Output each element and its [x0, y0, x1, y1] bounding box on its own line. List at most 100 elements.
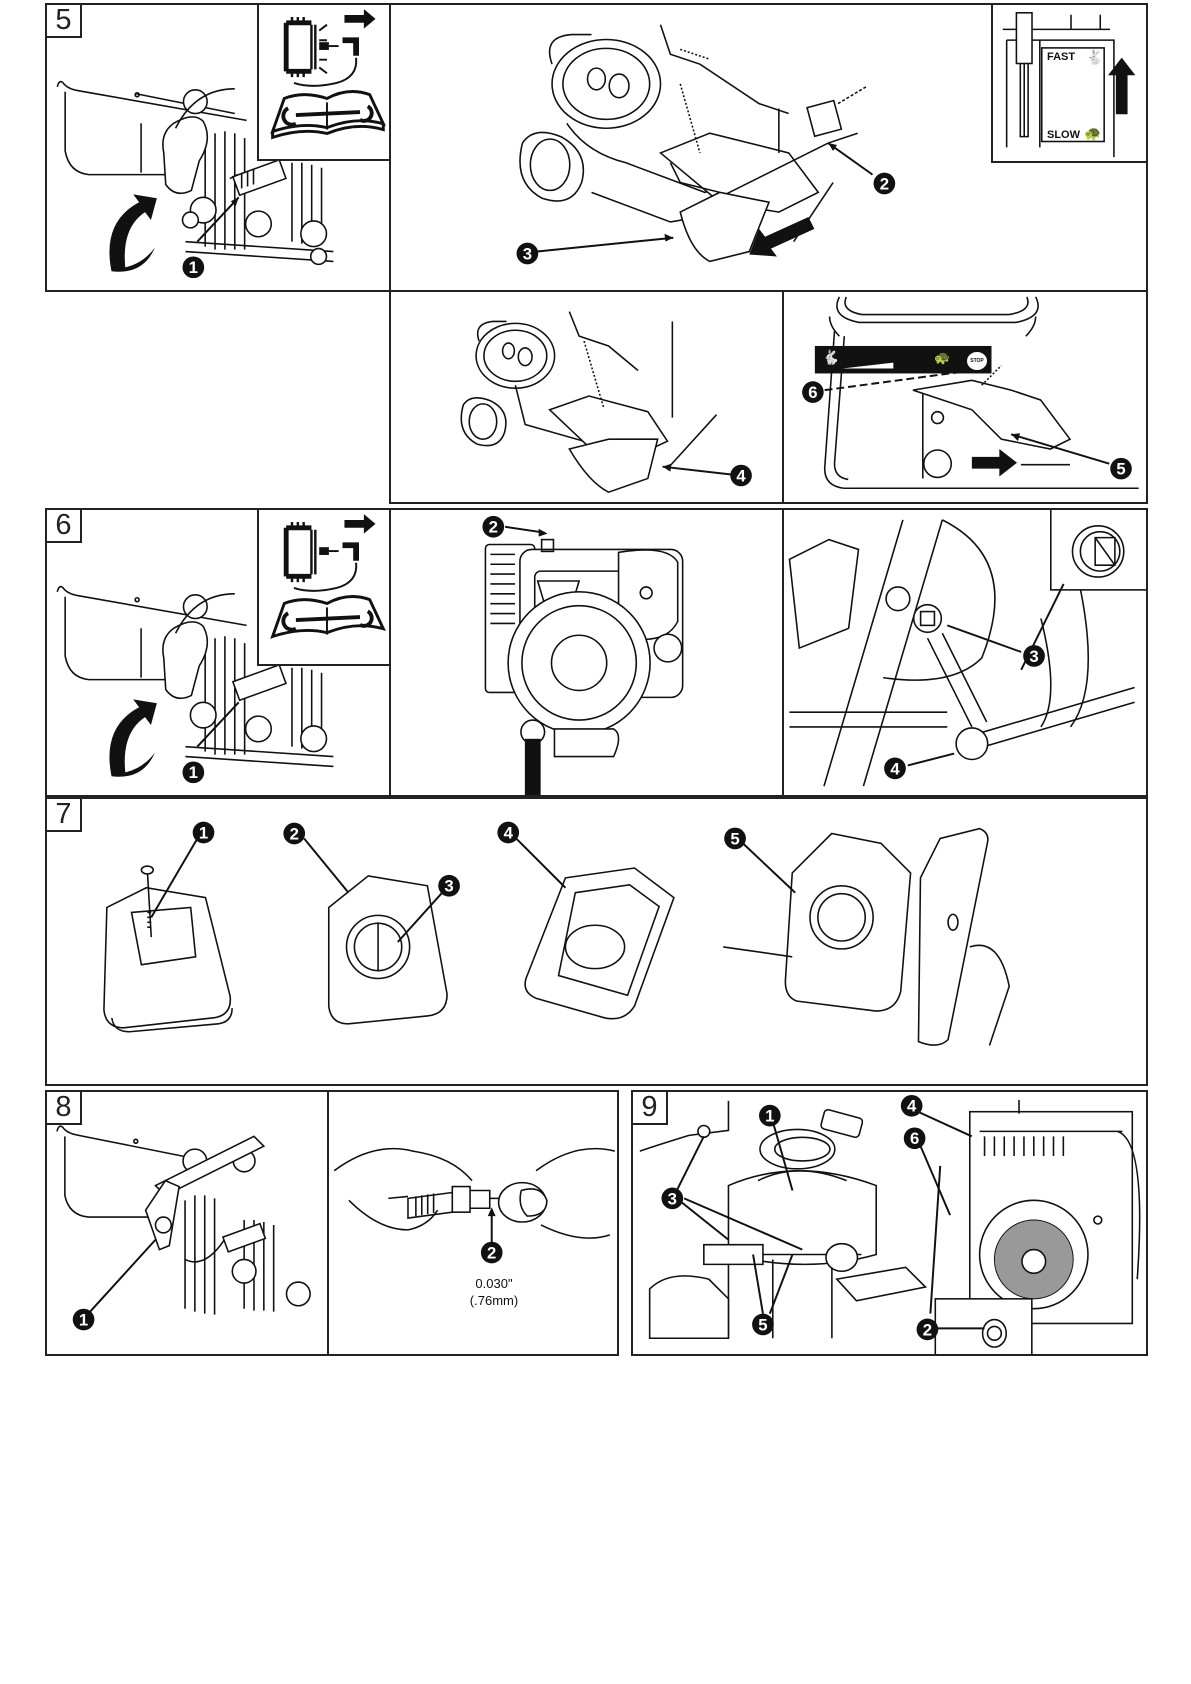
- control-decal: [814, 345, 992, 374]
- step-5-panel-disconnect: 5 1: [45, 3, 391, 292]
- callout-4: 4: [900, 1094, 923, 1117]
- rabbit-icon: 🐇: [822, 349, 840, 365]
- svg-text:1: 1: [765, 1107, 774, 1126]
- callout-5: 5: [752, 1313, 774, 1336]
- bolts: [181, 89, 328, 266]
- air-filter-assembly: [723, 827, 1011, 1046]
- carburetor-illustration: 2 3: [516, 24, 896, 265]
- air-filter-cover: [103, 865, 233, 1033]
- spark-plug-gap-spec: 0.030" (.76mm): [449, 1275, 539, 1309]
- governor-spring: [679, 48, 711, 154]
- step-number: 7: [47, 799, 82, 832]
- callout-2: 2: [283, 822, 306, 845]
- callout-2: 2: [480, 1241, 503, 1264]
- svg-text:1: 1: [79, 1310, 88, 1329]
- direction-arrow-icon: [749, 217, 815, 257]
- callout-5: 5: [1110, 457, 1132, 480]
- callout-4: 4: [730, 464, 752, 487]
- callout-3: 3: [1023, 645, 1045, 667]
- svg-text:3: 3: [668, 1189, 677, 1208]
- step-6-panel-engine-front: 2: [389, 508, 784, 797]
- step-number: 6: [47, 510, 82, 543]
- drain-plug-illustration: 3 4: [788, 510, 1146, 787]
- rabbit-icon: 🐇: [1086, 49, 1104, 65]
- screw: [697, 1124, 711, 1139]
- callout-2: 2: [482, 515, 505, 538]
- svg-text:3: 3: [523, 244, 532, 263]
- carburetor-lever-illustration: 4: [460, 311, 752, 494]
- disconnect-spark-plug-icon: [283, 9, 376, 87]
- disconnect-spark-plug-icon: [283, 514, 376, 592]
- callout-2: 2: [916, 1318, 939, 1341]
- step-6-panel-drain-plug: 3 4: [782, 508, 1148, 797]
- step-6-panel-disconnect: 6 1: [45, 508, 391, 797]
- step-5-panel-carburetor: 2 3 FAST 🐇 SLOW 🐢: [389, 3, 1148, 292]
- step-number: 5: [47, 5, 82, 38]
- callout-3: 3: [438, 874, 460, 897]
- stop-icon: STOP: [967, 352, 987, 370]
- svg-text:3: 3: [1029, 647, 1038, 666]
- foam-precleaner: [327, 875, 448, 1025]
- callout-1: 1: [758, 1104, 781, 1127]
- callout-6: 6: [903, 1127, 926, 1150]
- engine-front-illustration: 2: [482, 515, 684, 795]
- svg-text:6: 6: [808, 383, 817, 402]
- step-number: 8: [47, 1092, 82, 1125]
- callout-1: 1: [192, 821, 215, 844]
- svg-text:1: 1: [189, 763, 198, 782]
- svg-text:2: 2: [487, 1243, 496, 1262]
- step-5-panel-lever: 4: [389, 290, 784, 504]
- hand-icon: [162, 116, 209, 195]
- step-9-panel-flywheel: 9 1 2: [631, 1090, 1148, 1356]
- spark-plug-gap-illustration: 2: [333, 1147, 616, 1264]
- callout-5: 5: [724, 827, 746, 850]
- safety-icons-inset: [257, 510, 389, 666]
- direction-arrow-icon: [971, 449, 1018, 477]
- gap-millimeters: (.76mm): [469, 1293, 519, 1308]
- svg-text:4: 4: [907, 1097, 917, 1116]
- engine-cylinder-illustration: 1: [56, 585, 334, 784]
- callout-3: 3: [516, 242, 539, 265]
- svg-text:2: 2: [489, 518, 498, 537]
- gap-inches: 0.030": [475, 1276, 513, 1291]
- callout-1: 1: [182, 256, 205, 279]
- callout-1: 1: [72, 1308, 95, 1331]
- throttle-label-inset: FAST 🐇 SLOW 🐢: [991, 5, 1146, 163]
- fast-label: FAST: [1047, 51, 1076, 63]
- control-bracket-illustration: 6 5: [802, 296, 1139, 490]
- safety-icons-inset: [257, 5, 389, 161]
- svg-text:5: 5: [730, 829, 739, 848]
- air-filter-illustration: 1 2 3 4: [103, 821, 1011, 1046]
- svg-text:1: 1: [199, 823, 208, 842]
- callout-4: 4: [884, 757, 906, 780]
- callout-1: 1: [182, 761, 205, 784]
- rotate-arrow-icon: [109, 194, 157, 272]
- svg-text:6: 6: [910, 1129, 919, 1148]
- callout-6: 6: [802, 381, 824, 403]
- step-7-panel-air-filter: 7 1 2 3: [45, 797, 1148, 1086]
- svg-text:1: 1: [189, 258, 198, 277]
- svg-text:2: 2: [923, 1320, 932, 1339]
- turtle-icon: 🐢: [1084, 125, 1102, 141]
- svg-text:4: 4: [890, 759, 900, 778]
- slow-label: SLOW: [1047, 129, 1080, 141]
- svg-text:2: 2: [880, 174, 889, 193]
- arrow-up-icon: [1108, 57, 1136, 115]
- cylinder-fins: [185, 131, 334, 263]
- svg-text:5: 5: [758, 1315, 767, 1334]
- callout-3: 3: [661, 1187, 684, 1210]
- air-filter-cartridge: [524, 867, 675, 1020]
- manual-wrench-icon: [270, 90, 386, 140]
- spark-plug: [229, 158, 287, 197]
- flywheel-illustration: 1 2 3 4 5 6: [639, 1094, 1141, 1354]
- step-number: 9: [633, 1092, 668, 1125]
- rotate-arrow-icon: [109, 699, 157, 777]
- turtle-icon: 🐢: [934, 350, 951, 365]
- manual-wrench-icon: [270, 595, 386, 639]
- engine-cylinder-illustration: 1: [56, 80, 334, 279]
- svg-text:2: 2: [290, 824, 299, 843]
- callout-2: 2: [873, 172, 896, 195]
- step-8-panel-spark-plug-gap: 2 0.030" (.76mm): [327, 1090, 619, 1356]
- throttle-control-diagram: [1002, 12, 1115, 158]
- step-8-panel-spark-plug-removal: 8 1: [45, 1090, 329, 1356]
